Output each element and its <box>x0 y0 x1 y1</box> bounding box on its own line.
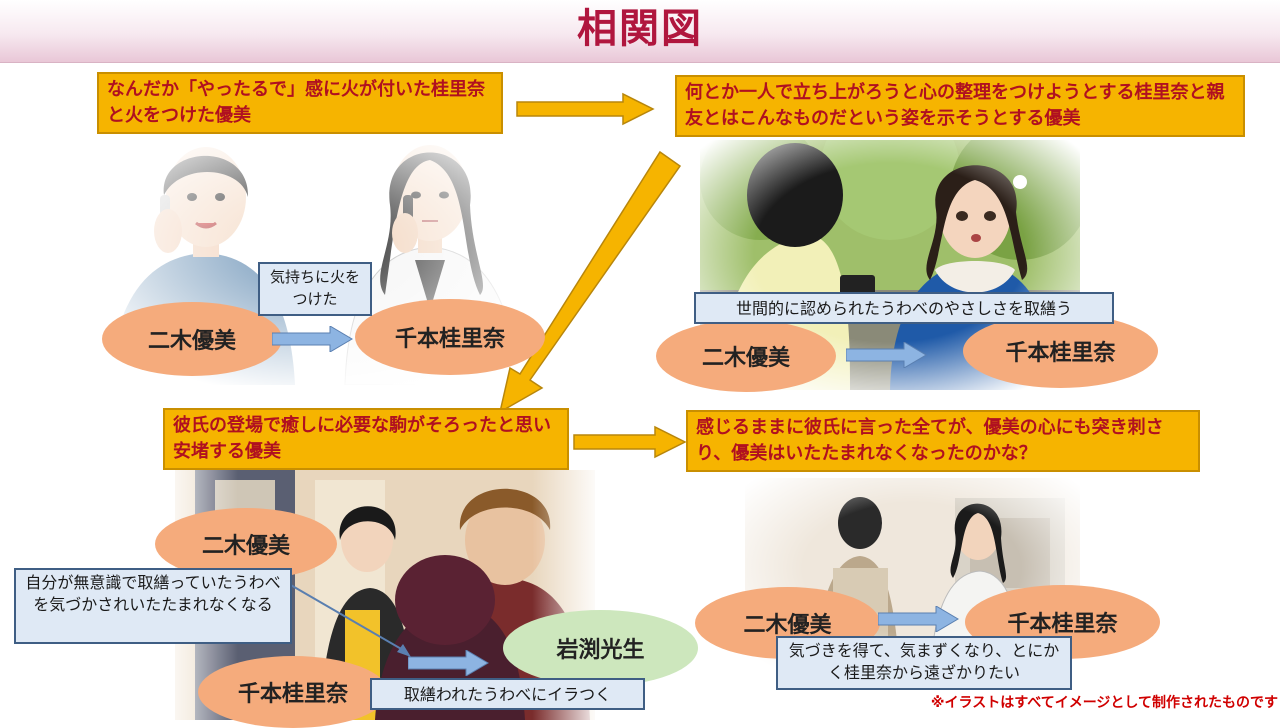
karina-oval-2: 千本桂里奈 <box>963 314 1158 388</box>
karina-oval-3: 千本桂里奈 <box>198 656 388 728</box>
caption-panel-4: 感じるままに彼氏に言った全てが、優美の心にも突き刺さり、優美はいたたまれなくなっ… <box>686 410 1200 472</box>
relation-arrow-4 <box>878 606 959 632</box>
note-lit-fire: 気持ちに火をつけた <box>258 262 372 316</box>
relation-arrow-1 <box>272 326 353 352</box>
flow-arrow-right-top <box>516 92 655 126</box>
karina-oval-1: 千本桂里奈 <box>355 299 545 375</box>
relation-arrow-3 <box>408 650 489 676</box>
iwabuchi-oval: 岩渕光生 <box>503 610 698 686</box>
note-irritated: 取繕われたうわべにイラつく <box>370 678 645 710</box>
note-superficial-kindness: 世間的に認められたうわべのやさしさを取繕う <box>694 292 1114 324</box>
caption-panel-1: なんだか「やったるで」感に火が付いた桂里奈と火をつけた優美 <box>97 72 503 134</box>
relation-arrow-2 <box>846 342 927 368</box>
disclaimer: ※イラストはすべてイメージとして制作されたものです <box>930 695 1278 711</box>
yumi-oval-2: 二木優美 <box>656 320 836 392</box>
title-band <box>0 0 1280 63</box>
caption-panel-3: 彼氏の登場で癒しに必要な駒がそろったと思い安堵する優美 <box>163 408 569 470</box>
relation-arrow-yumi-to-karina <box>288 583 411 657</box>
flow-arrow-right-bottom <box>573 425 687 459</box>
page-title: 相関図 <box>577 6 703 52</box>
yumi-oval-1: 二木優美 <box>102 302 282 376</box>
flow-arrow-diagonal <box>498 150 682 414</box>
note-made-aware: 自分が無意識で取繕っていたうわべを気づかされいたたまれなくなる <box>14 568 292 644</box>
note-want-distance: 気づきを得て、気まずくなり、とにかく桂里奈から遠ざかりたい <box>776 636 1072 690</box>
caption-panel-2: 何とか一人で立ち上がろうと心の整理をつけようとする桂里奈と親友とはこんなものだと… <box>675 75 1245 137</box>
